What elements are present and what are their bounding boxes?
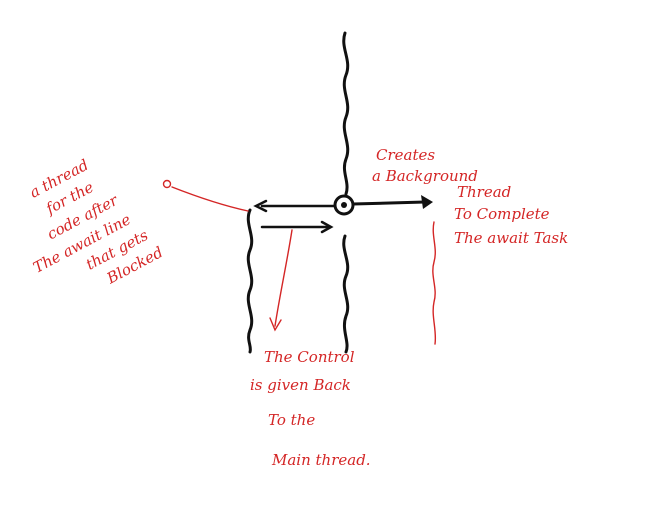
left-annotation: a thread for the code after The await li… bbox=[27, 156, 166, 288]
right-note-line: Thread bbox=[457, 183, 511, 201]
right-note-line: To Complete bbox=[454, 205, 550, 223]
main-thread-line bbox=[342, 31, 350, 196]
right-note-line: a Background bbox=[372, 167, 478, 185]
left-thread-line bbox=[246, 208, 254, 354]
control-arrow-head bbox=[269, 317, 282, 332]
right-note-line: The await Task bbox=[454, 229, 568, 247]
return-arrow-head bbox=[320, 220, 334, 234]
right-note-line: Creates bbox=[376, 146, 435, 164]
blocked-thread-arrow-tip bbox=[162, 179, 172, 189]
control-arrow-line bbox=[274, 229, 293, 327]
bottom-note-line: To the bbox=[268, 411, 315, 429]
background-arrow-line bbox=[351, 200, 427, 206]
right-annotation: Creates a Background Thread To Complete … bbox=[372, 146, 568, 247]
left-arrow-head bbox=[253, 199, 268, 213]
blocked-thread-arrow bbox=[171, 186, 249, 212]
bottom-annotation: The Control is given Back To the Main th… bbox=[250, 348, 371, 469]
bottom-note-line: is given Back bbox=[250, 376, 351, 394]
bottom-note-line: Main thread. bbox=[271, 451, 371, 469]
background-arrow-head bbox=[421, 195, 433, 209]
bottom-note-line: The Control bbox=[264, 348, 355, 366]
junction-dot bbox=[341, 202, 347, 208]
continuation-thread-line bbox=[342, 234, 350, 354]
background-thread-line bbox=[432, 221, 437, 345]
